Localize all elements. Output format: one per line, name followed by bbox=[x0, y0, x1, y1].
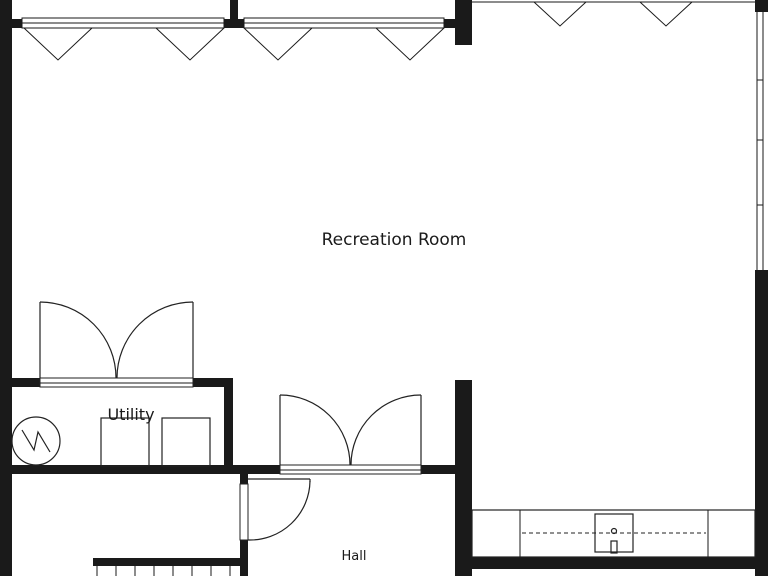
sink-basin bbox=[594, 513, 634, 553]
room-label-recreation: Recreation Room bbox=[322, 230, 467, 250]
wall-top-post-mid bbox=[224, 19, 244, 28]
hall-double-door bbox=[279, 394, 422, 475]
wall-utility-right bbox=[224, 378, 233, 474]
wall-utility-top-right bbox=[193, 378, 231, 387]
bifold-swing-4 bbox=[375, 27, 445, 61]
utility-fixtures bbox=[11, 416, 211, 467]
bifold-swing-5 bbox=[533, 1, 587, 27]
washer-appliance bbox=[100, 417, 150, 467]
room-label-utility: Utility bbox=[107, 405, 154, 424]
counter-outline bbox=[471, 509, 756, 558]
wall-top-mid-column bbox=[230, 0, 238, 20]
hall-single-door bbox=[239, 478, 311, 541]
room-label-hall: Hall bbox=[342, 549, 367, 564]
wall-right bbox=[755, 270, 768, 576]
water-heater-icon bbox=[11, 416, 61, 466]
wall-hall-top-right bbox=[421, 465, 455, 474]
wall-hall-left-upper bbox=[240, 474, 248, 484]
wall-top-post-right bbox=[444, 19, 456, 28]
wall-center-column bbox=[455, 380, 472, 576]
wall-left bbox=[0, 0, 12, 576]
wall-utility-top-left bbox=[12, 378, 40, 387]
bifold-swing-2 bbox=[155, 27, 225, 61]
bar-counter bbox=[471, 509, 756, 558]
wall-stair-top bbox=[93, 558, 248, 566]
wall-top-column-right bbox=[455, 0, 472, 45]
right-window bbox=[756, 12, 764, 270]
wall-top-post-left bbox=[12, 19, 22, 28]
utility-double-door bbox=[39, 301, 194, 388]
wall-bottom-right bbox=[472, 557, 768, 569]
wall-right-top-cap bbox=[755, 0, 768, 12]
top-windows bbox=[21, 1, 755, 61]
bifold-swing-6 bbox=[639, 1, 693, 27]
dryer-appliance bbox=[161, 417, 211, 467]
stairs bbox=[96, 566, 231, 576]
bifold-swing-1 bbox=[23, 27, 93, 61]
bifold-swing-3 bbox=[243, 27, 313, 61]
sink-drain-icon bbox=[610, 527, 618, 535]
sink-faucet bbox=[610, 540, 618, 554]
wall-utility-bottom bbox=[12, 465, 280, 474]
